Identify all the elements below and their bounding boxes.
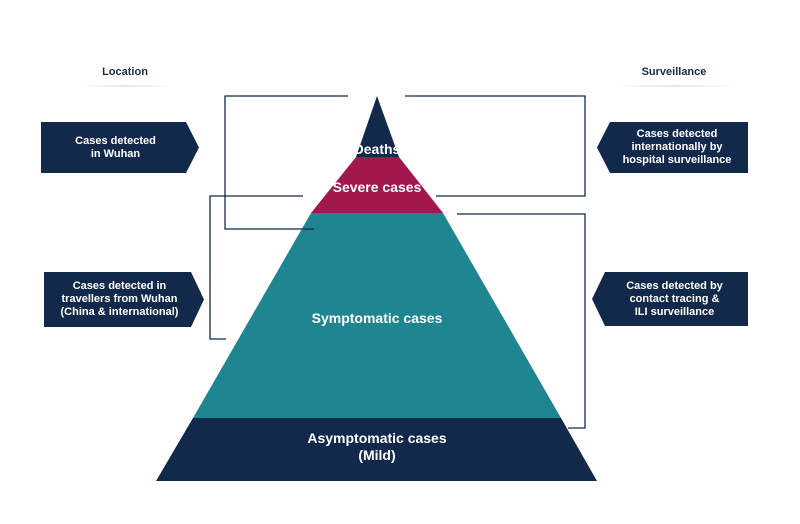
tier-symptomatic-label: Symptomatic cases: [311, 310, 443, 326]
tier-symptomatic-shape: [193, 213, 561, 418]
tier-deaths-shape: [356, 96, 399, 157]
bracket-surveillance-contact: [457, 213, 586, 429]
callout-cases-wuhan: Cases detected in Wuhan: [41, 122, 199, 173]
callout-cases-contact-tracing: Cases detected by contact tracing & ILI …: [592, 272, 748, 326]
surveillance-header: Surveillance: [614, 66, 734, 87]
tier-severe-label: Severe cases: [332, 179, 422, 195]
callout-cases-hospital: Cases detected internationally by hospit…: [597, 122, 748, 173]
callout-cases-travellers: Cases detected in travellers from Wuhan …: [44, 272, 204, 327]
bracket-location-travellers: [209, 195, 303, 340]
tier-severe-shape: [311, 157, 443, 213]
tier-asymptomatic-shape: [156, 418, 597, 481]
bracket-location-wuhan: [224, 95, 348, 230]
location-header: Location: [80, 66, 170, 87]
tier-deaths-label: Deaths: [353, 141, 401, 157]
bracket-surveillance-hospital: [405, 95, 586, 197]
tier-asymptomatic-label: Asymptomatic cases (Mild): [307, 430, 447, 463]
